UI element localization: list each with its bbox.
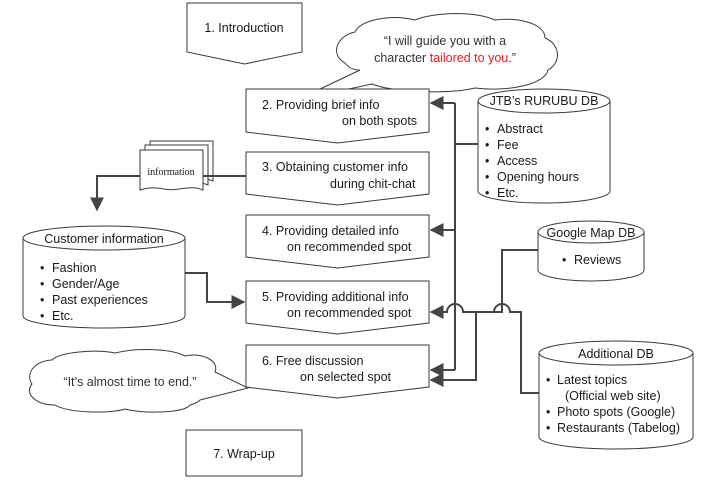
rurubu-item: Access (497, 154, 537, 168)
connector-customer-to-step5 (185, 272, 246, 309)
information-document-stack: information (139, 140, 214, 191)
step-1-introduction: 1. Introduction (186, 2, 303, 65)
additional-item: (Official web site) (565, 389, 661, 403)
information-label: information (147, 167, 194, 178)
additional-item: Latest topics (557, 373, 627, 387)
speech-bubble-top: “I will guide you with a character tailo… (296, 13, 558, 101)
jtb-rurubu-db: JTB’s RURUBU DB • Abstract • Fee • Acces… (477, 88, 611, 204)
google-title: Google Map DB (547, 226, 636, 240)
bubble-bottom-text: “It’s almost time to end.” (63, 375, 196, 389)
bullet-glyph: • (546, 405, 550, 419)
additional-title: Additional DB (578, 347, 654, 361)
connectors (90, 96, 539, 394)
step-7-label: 7. Wrap-up (213, 447, 275, 461)
bullet-glyph: • (485, 138, 489, 152)
rurubu-item: Opening hours (497, 170, 579, 184)
bubble-top-line-1: “I will guide you with a (384, 34, 506, 48)
step-4-line-1: 4. Providing detailed info (262, 224, 399, 238)
rurubu-item: Etc. (497, 186, 519, 200)
additional-items: • Latest topics (Official web site) • Ph… (546, 373, 680, 435)
customer-information-db: Customer information • Fashion • Gender/… (22, 225, 186, 329)
highlight-text: tailored to you (430, 51, 509, 65)
connector-additional-to-step6 (429, 303, 539, 394)
speech-bubble-bottom: “It’s almost time to end.” (28, 349, 250, 413)
step-3-obtaining-info: 3. Obtaining customer info during chit-c… (245, 151, 430, 206)
bullet-glyph: • (562, 253, 566, 267)
step-5-line-1: 5. Providing additional info (262, 290, 409, 304)
bullet-glyph: • (485, 186, 489, 200)
step-3-line-1: 3. Obtaining customer info (262, 160, 408, 174)
customer-item: Past experiences (52, 293, 148, 307)
customer-items: • Fashion • Gender/Age • Past experience… (40, 261, 148, 323)
additional-item: Restaurants (Tabelog) (557, 421, 680, 435)
connector-info-to-customer (90, 175, 140, 212)
customer-title: Customer information (44, 232, 164, 246)
additional-db: Additional DB • Latest topics (Official … (538, 340, 694, 450)
rurubu-items: • Abstract • Fee • Access • Opening hour… (485, 122, 579, 200)
rurubu-item: Fee (497, 138, 519, 152)
step-2-line-1: 2. Providing brief info (262, 98, 379, 112)
step-6-line-1: 6. Free discussion (262, 354, 363, 368)
bullet-glyph: • (546, 373, 550, 387)
google-map-db: Google Map DB • Reviews (537, 220, 645, 282)
rurubu-title: JTB’s RURUBU DB (490, 94, 599, 108)
step-6-line-2: on selected spot (300, 370, 392, 384)
step-6-free-discussion: 6. Free discussion on selected spot (245, 344, 430, 399)
step-7-wrap-up: 7. Wrap-up (185, 429, 303, 477)
bullet-glyph: • (546, 421, 550, 435)
step-5-additional-info: 5. Providing additional info on recommen… (245, 280, 430, 335)
connector-google-to-step5 (429, 249, 538, 319)
step-1-label: 1. Introduction (204, 21, 283, 35)
step-4-detailed-info: 4. Providing detailed info on recommende… (245, 214, 430, 269)
bullet-glyph: • (485, 154, 489, 168)
step-2-brief-info: 2. Providing brief info on both spots (245, 88, 430, 144)
customer-item: Gender/Age (52, 277, 119, 291)
bullet-glyph: • (40, 261, 44, 275)
customer-item: Fashion (52, 261, 97, 275)
bubble-top-line-2: character tailored to you.” (374, 51, 516, 65)
rurubu-item: Abstract (497, 122, 543, 136)
step-4-line-2: on recommended spot (287, 240, 412, 254)
bullet-glyph: • (40, 277, 44, 291)
bullet-glyph: • (40, 293, 44, 307)
step-5-line-2: on recommended spot (287, 306, 412, 320)
bullet-glyph: • (485, 170, 489, 184)
bullet-glyph: • (485, 122, 489, 136)
step-3-line-2: during chit-chat (330, 177, 416, 191)
step-2-line-2: on both spots (342, 114, 417, 128)
google-item: Reviews (574, 253, 621, 267)
bullet-glyph: • (40, 309, 44, 323)
customer-item: Etc. (52, 309, 74, 323)
additional-item: Photo spots (Google) (557, 405, 675, 419)
